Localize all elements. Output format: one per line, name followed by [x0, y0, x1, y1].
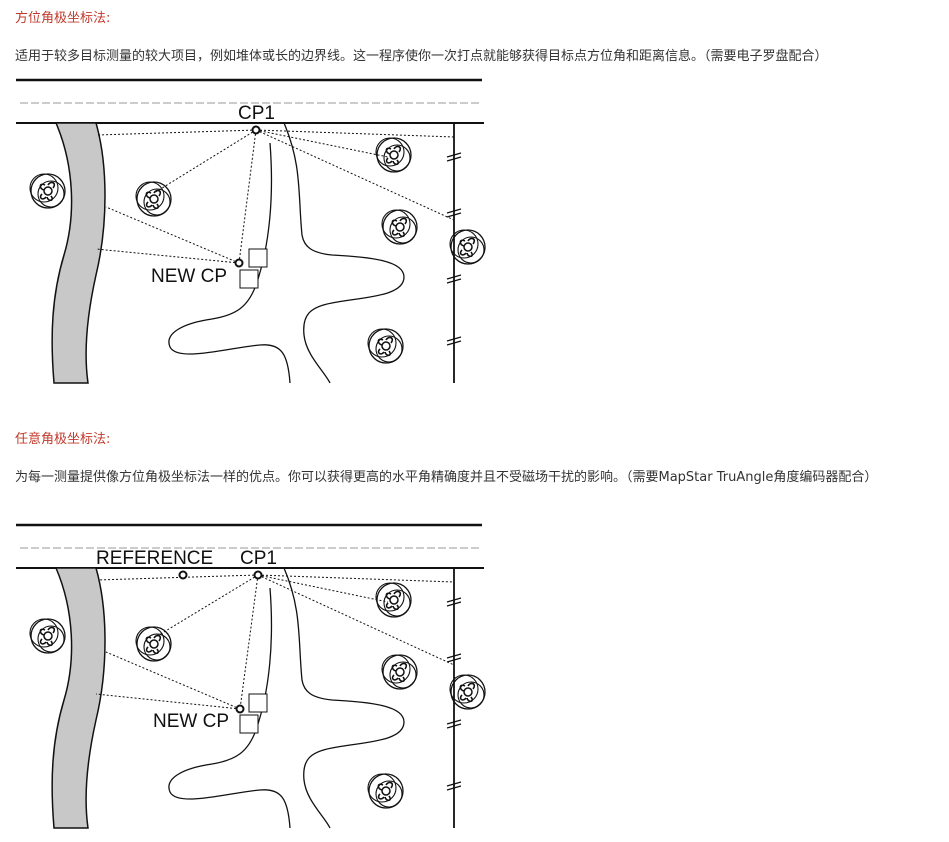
section1-heading: 方位角极坐标法: [15, 11, 111, 26]
new-cp-label: NEW CP [153, 711, 229, 732]
arbitrary-angle-polar-diagram: REFERENCE CP1 NEW CP [12, 520, 486, 836]
cp1-label: CP1 [240, 548, 277, 569]
azimuth-polar-diagram: CP1 NEW CP [12, 75, 486, 389]
section2-description: 为每一测量提供像方位角极坐标法一样的优点。你可以获得更高的水平角精确度并且不受磁… [15, 470, 878, 485]
reference-label: REFERENCE [96, 548, 213, 569]
new-cp-label: NEW CP [151, 266, 227, 287]
cp1-label: CP1 [238, 103, 275, 124]
section2-heading: 任意角极坐标法: [15, 432, 111, 447]
section1-description: 适用于较多目标测量的较大项目，例如堆体或长的边界线。这一程序使你一次打点就能够获… [15, 49, 828, 64]
